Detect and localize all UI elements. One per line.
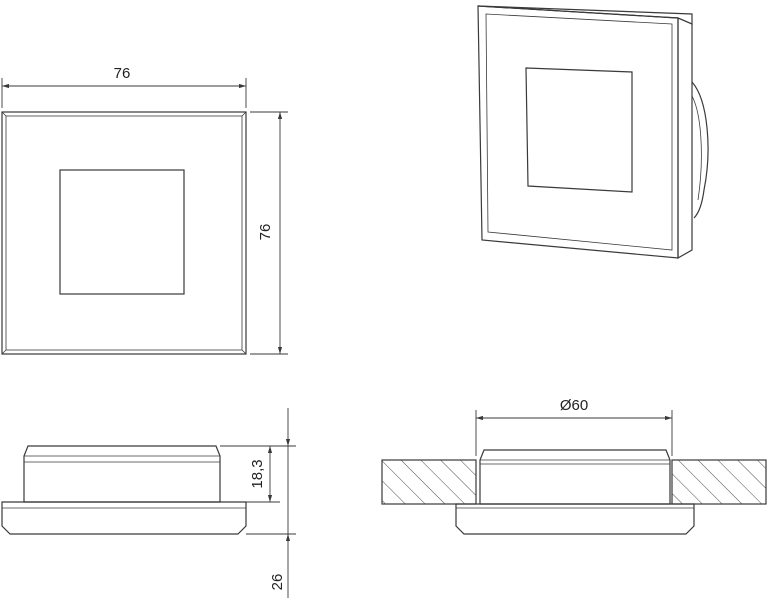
cutout-diameter-label: Ø60 <box>560 397 588 414</box>
cutout-diameter-dimension: Ø60 <box>475 397 673 456</box>
side-depth-dimension: 26 <box>246 408 296 598</box>
side-depth-label: 26 <box>269 574 286 591</box>
front-height-dimension: 76 <box>250 111 288 355</box>
front-width-dimension: 76 <box>1 65 247 108</box>
front-height-label: 76 <box>257 224 274 241</box>
front-window <box>59 169 185 295</box>
installation-section <box>381 449 767 535</box>
side-height-dimension: 18,3 <box>220 445 296 503</box>
front-view <box>1 111 247 355</box>
perspective-view <box>477 5 709 260</box>
side-view <box>1 445 247 535</box>
front-width-label: 76 <box>114 65 131 82</box>
perspective-window <box>525 67 633 193</box>
side-height-label: 18,3 <box>249 459 266 488</box>
